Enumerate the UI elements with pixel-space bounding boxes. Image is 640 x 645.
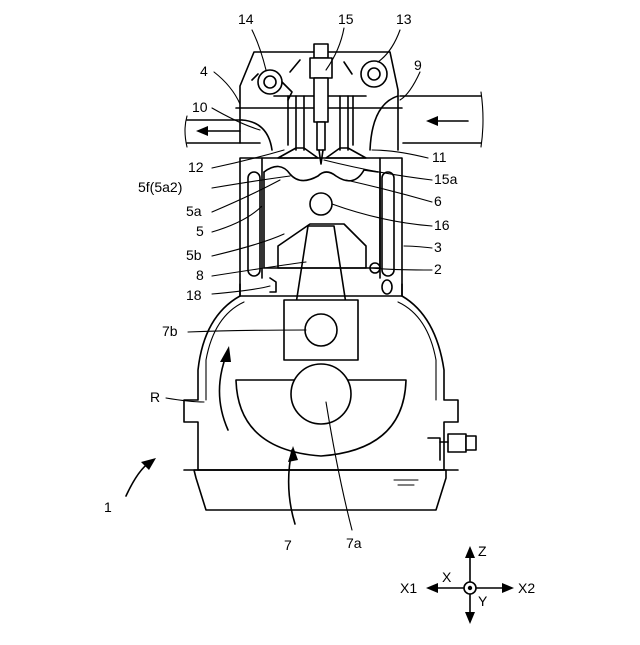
fuel-injector bbox=[310, 44, 332, 164]
axis-label-x2: X2 bbox=[518, 580, 535, 596]
intake-camshaft bbox=[361, 61, 387, 87]
sensor bbox=[270, 278, 276, 292]
label-14: 14 bbox=[238, 11, 254, 27]
label-R: R bbox=[150, 389, 160, 405]
label-7a: 7a bbox=[346, 535, 362, 551]
label-7b: 7b bbox=[162, 323, 178, 339]
label-5: 5 bbox=[196, 223, 204, 239]
exhaust-valve bbox=[278, 96, 318, 158]
connecting-rod bbox=[296, 226, 346, 304]
label-2: 2 bbox=[434, 261, 442, 277]
oil-pan bbox=[194, 470, 446, 510]
axis-label-z: Z bbox=[478, 543, 487, 559]
label-9: 9 bbox=[414, 57, 422, 73]
label-10: 10 bbox=[192, 99, 208, 115]
piston bbox=[264, 172, 380, 268]
label-5a: 5a bbox=[186, 203, 202, 219]
label-1: 1 bbox=[104, 499, 112, 515]
intake-valve bbox=[326, 96, 366, 158]
label-12: 12 bbox=[188, 159, 204, 175]
intake-pipe bbox=[400, 92, 483, 147]
water-jacket-right bbox=[382, 172, 394, 276]
piston-pin bbox=[310, 193, 332, 215]
label-3: 3 bbox=[434, 239, 442, 255]
label-15a: 15a bbox=[434, 171, 458, 187]
label-5f-5a2: 5f(5a2) bbox=[138, 179, 182, 195]
label-15: 15 bbox=[338, 11, 354, 27]
oil-level-sensor bbox=[428, 434, 476, 460]
water-jacket-left bbox=[248, 172, 260, 276]
axis-label-x1: X1 bbox=[400, 580, 417, 596]
label-5b: 5b bbox=[186, 247, 202, 263]
label-16: 16 bbox=[434, 217, 450, 233]
crankshaft bbox=[291, 364, 351, 424]
label-13: 13 bbox=[396, 11, 412, 27]
intake-flow-arrow bbox=[426, 116, 468, 126]
label-6: 6 bbox=[434, 193, 442, 209]
label-8: 8 bbox=[196, 267, 204, 283]
exhaust-flow-arrow bbox=[196, 126, 240, 136]
coordinate-axes: Z X X1 X2 Y bbox=[400, 543, 535, 624]
rotation-arrow bbox=[219, 346, 231, 430]
label-7: 7 bbox=[284, 537, 292, 553]
label-11: 11 bbox=[432, 149, 447, 165]
axis-label-x: X bbox=[442, 569, 452, 585]
label-18: 18 bbox=[186, 287, 202, 303]
axis-label-y: Y bbox=[478, 593, 488, 609]
exhaust-camshaft bbox=[252, 70, 282, 94]
label-4: 4 bbox=[200, 63, 208, 79]
